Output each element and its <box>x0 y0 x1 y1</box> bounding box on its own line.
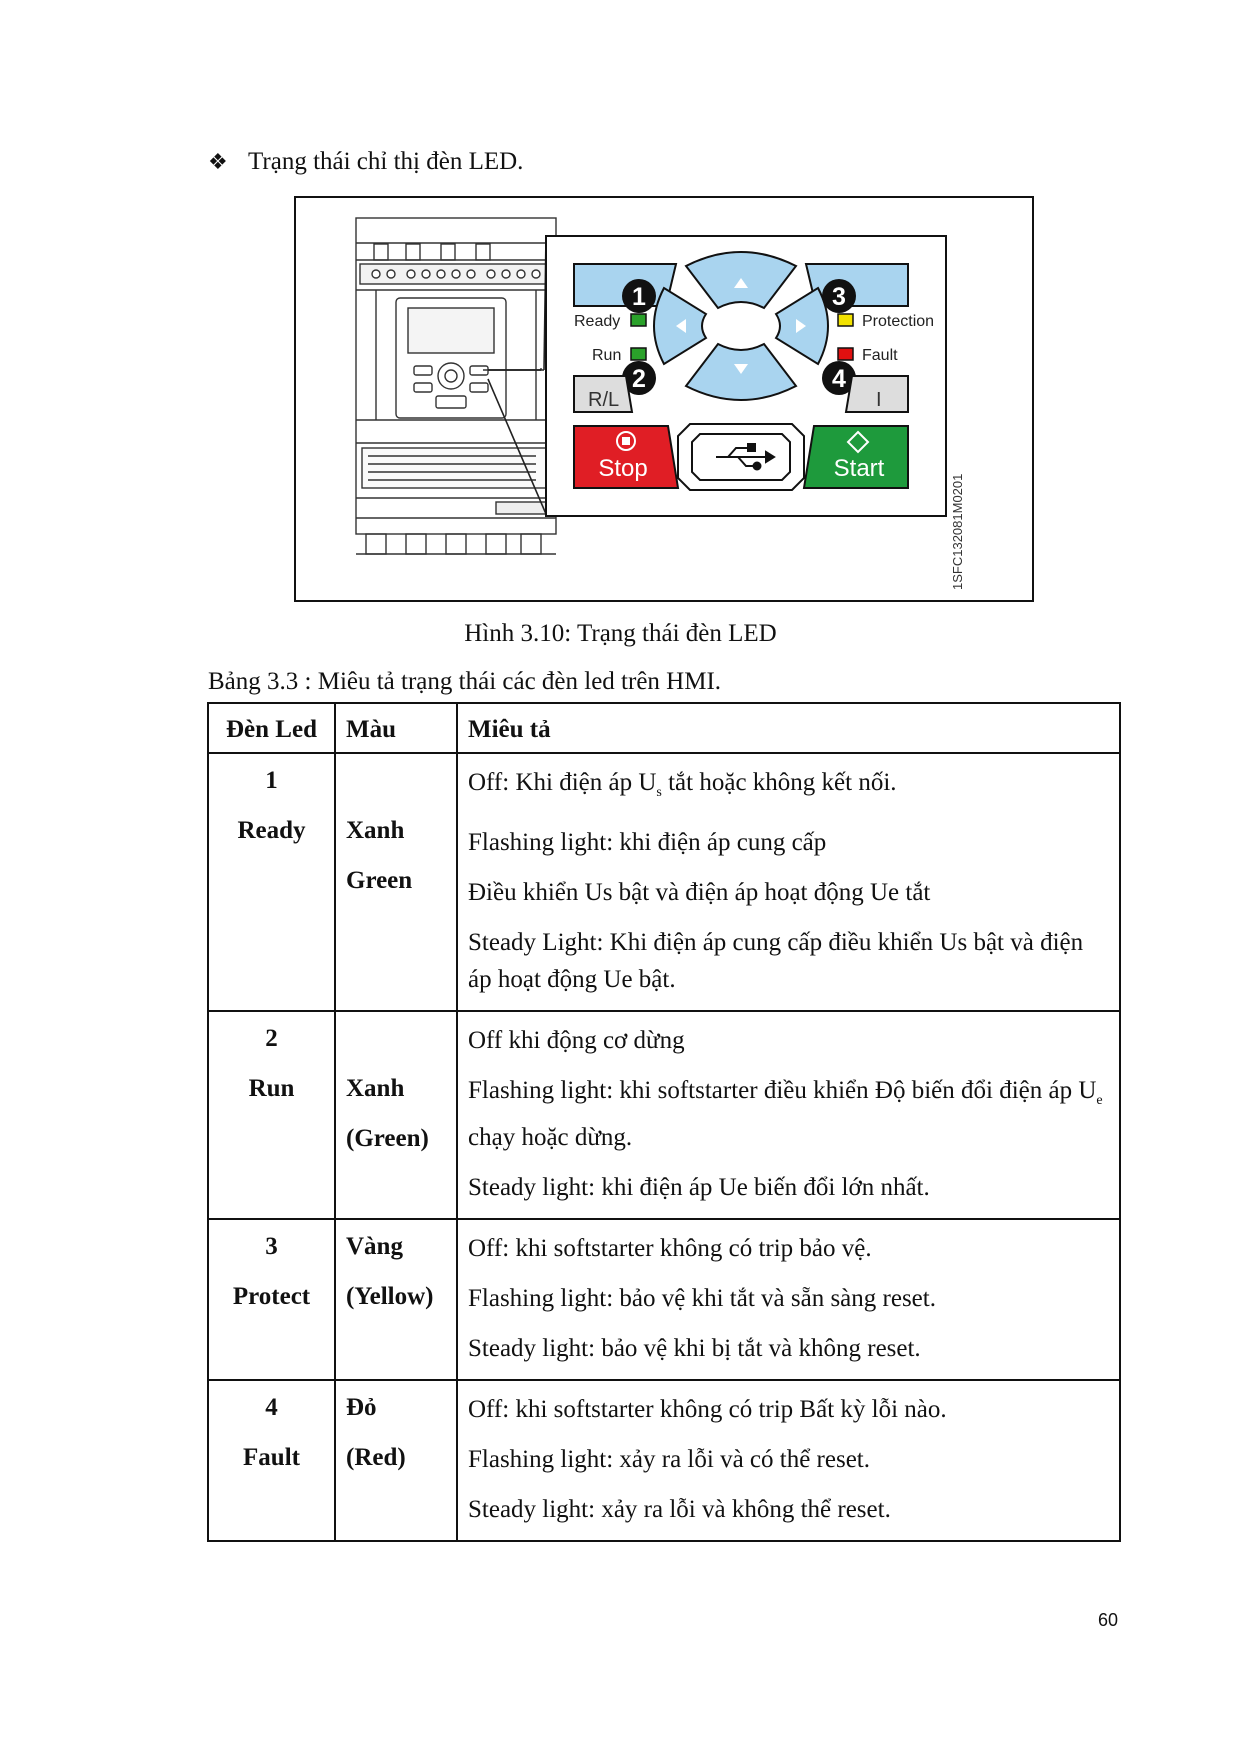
table-row: 4 Fault Đỏ (Red) Off: khi softstarter kh… <box>207 1379 1121 1542</box>
color-line: Vàng <box>346 1233 403 1260</box>
rl-button[interactable] <box>573 375 634 413</box>
table-row: 1 Ready . Xanh Green Off: Khi điện áp Us… <box>207 752 1121 1012</box>
protection-label: Protection <box>862 313 934 330</box>
badge-3: 3 <box>832 283 846 311</box>
led-number: 3 <box>265 1233 278 1260</box>
color-line: (Yellow) <box>346 1283 434 1310</box>
ready-led <box>630 313 647 327</box>
arrow-right-icon <box>796 319 806 333</box>
description-line: Steady Light: Khi điện áp cung cấp điều … <box>468 929 1084 993</box>
badge-2: 2 <box>632 365 646 393</box>
page-number: 60 <box>1098 1610 1119 1630</box>
description-line: Flashing light: khi điện áp cung cấp <box>468 829 827 856</box>
arrow-down-icon <box>734 364 748 374</box>
stop-label: Stop <box>598 455 647 482</box>
start-button[interactable] <box>802 425 909 489</box>
table-header-row: Đèn Led Màu Miêu tả <box>207 702 1121 754</box>
description-line: Off: khi softstarter không có trip bảo v… <box>468 1235 872 1262</box>
figure-code: 1SFC132081M0201 <box>950 474 965 590</box>
stop-icon <box>616 431 636 451</box>
led-cell: 4 Fault <box>207 1379 336 1542</box>
hmi-figure: 1 2 3 4 Ready Run Protection Fault R/L I… <box>294 196 1034 602</box>
color-line: Đỏ <box>346 1394 377 1421</box>
rl-label: R/L <box>588 389 619 411</box>
ready-label: Ready <box>574 313 620 330</box>
description-line: Off: Khi điện áp Us tắt hoặc không kết n… <box>468 769 897 800</box>
figure-caption: Hình 3.10: Trạng thái đèn LED <box>464 620 777 647</box>
led-name: Ready <box>237 817 306 844</box>
header-mau: Màu <box>334 702 458 754</box>
section-heading: ❖ Trạng thái chỉ thị đèn LED. <box>208 148 523 176</box>
color-line: Xanh <box>346 817 405 844</box>
run-label: Run <box>592 347 621 364</box>
led-cell: 2 Run <box>207 1010 336 1220</box>
hmi-figure-drawing: 1 2 3 4 Ready Run Protection Fault R/L I… <box>355 217 965 590</box>
description-cell: Off: Khi điện áp Us tắt hoặc không kết n… <box>456 752 1121 1012</box>
header-den-led: Đèn Led <box>207 702 336 754</box>
description-line: Flashing light: khi softstarter điều khi… <box>468 1077 1103 1151</box>
led-name: Run <box>248 1075 295 1102</box>
description-line: Điều khiển Us bật và điện áp hoạt động U… <box>468 879 931 906</box>
description-cell: Off khi động cơ dừng Flashing light: khi… <box>456 1010 1121 1220</box>
table-row: 3 Protect Vàng (Yellow) Off: khi softsta… <box>207 1218 1121 1381</box>
badge-4: 4 <box>832 365 846 393</box>
led-cell: 1 Ready <box>207 752 336 1012</box>
i-label: I <box>876 389 882 411</box>
arrow-up-icon <box>734 278 748 288</box>
number-badges <box>622 279 856 395</box>
led-cell: 3 Protect <box>207 1218 336 1381</box>
led-number: 4 <box>265 1394 278 1421</box>
description-line: Steady light: xảy ra lỗi và không thể re… <box>468 1496 891 1523</box>
arrow-icons <box>676 278 806 374</box>
arrow-left-icon <box>676 319 686 333</box>
description-line: Steady light: bảo vệ khi bị tắt và không… <box>468 1335 921 1362</box>
run-led <box>630 347 647 361</box>
color-line: (Green) <box>346 1125 429 1152</box>
description-cell: Off: khi softstarter không có trip bảo v… <box>456 1218 1121 1381</box>
header-mieu-ta: Miêu tả <box>456 702 1121 754</box>
color-line: Xanh <box>346 1075 405 1102</box>
description-line: Steady light: khi điện áp Ue biến đổi lớ… <box>468 1174 930 1201</box>
color-cell: Vàng (Yellow) <box>334 1218 458 1381</box>
softstarter-device <box>355 217 557 555</box>
usb-icon <box>716 443 776 471</box>
description-line: Off khi động cơ dừng <box>468 1027 685 1054</box>
color-cell: . Xanh (Green) <box>334 1010 458 1220</box>
table-caption: Bảng 3.3 : Miêu tả trạng thái các đèn le… <box>208 668 722 695</box>
stop-button[interactable] <box>573 425 680 489</box>
start-label: Start <box>834 455 885 482</box>
color-line: (Red) <box>346 1444 406 1471</box>
fault-label: Fault <box>862 347 898 364</box>
description-line: Flashing light: bảo vệ khi tắt và sẵn sà… <box>468 1285 936 1312</box>
led-number: 2 <box>265 1025 278 1052</box>
section-heading-text: Trạng thái chỉ thị đèn LED. <box>248 148 524 175</box>
description-line: Off: khi softstarter không có trip Bất k… <box>468 1396 947 1423</box>
led-status-table: Đèn Led Màu Miêu tả 1 Ready . Xanh Green… <box>207 702 1121 1542</box>
badge-1: 1 <box>632 283 646 311</box>
diamond-bullet-icon: ❖ <box>208 149 228 174</box>
fault-led <box>837 347 854 361</box>
start-icon <box>846 430 870 454</box>
color-cell: . Xanh Green <box>334 752 458 1012</box>
protection-led <box>837 313 854 327</box>
table-row: 2 Run . Xanh (Green) Off khi động cơ dừn… <box>207 1010 1121 1220</box>
led-number: 1 <box>265 767 278 794</box>
color-line: Green <box>346 867 413 894</box>
led-name: Fault <box>243 1444 300 1471</box>
description-line: Flashing light: xảy ra lỗi và có thể res… <box>468 1446 870 1473</box>
description-cell: Off: khi softstarter không có trip Bất k… <box>456 1379 1121 1542</box>
led-name: Protect <box>232 1283 311 1310</box>
color-cell: Đỏ (Red) <box>334 1379 458 1542</box>
i-button[interactable] <box>844 375 909 413</box>
